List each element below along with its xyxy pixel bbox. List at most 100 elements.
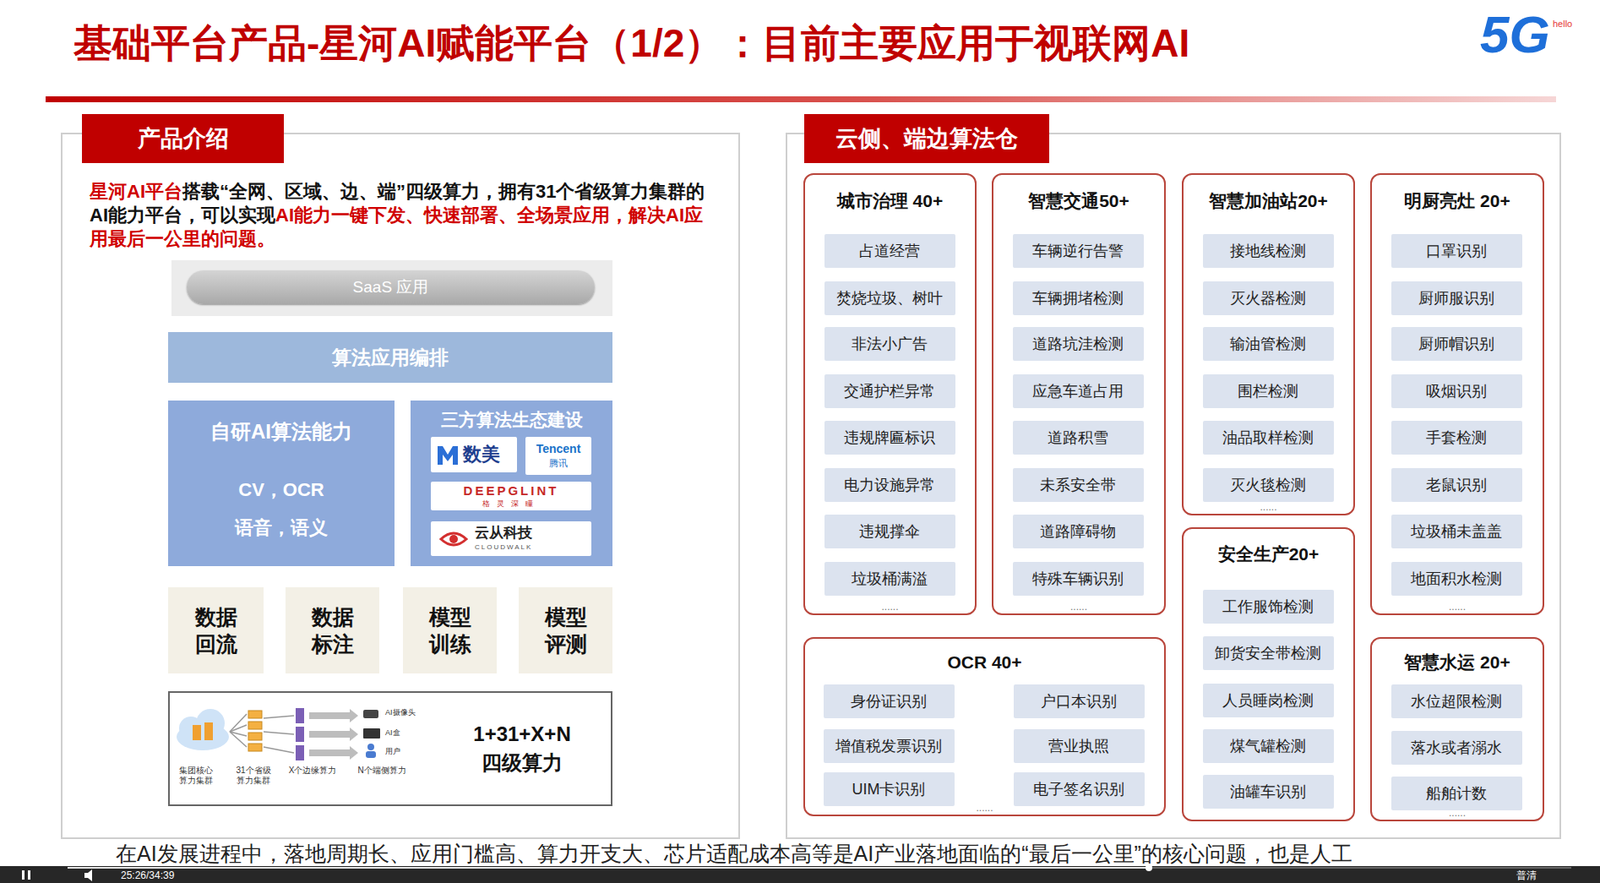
logo-mark xyxy=(440,533,467,545)
algorithm-box: 卸货安全带检测 xyxy=(1202,636,1334,670)
algorithm-label: UIM卡识别 xyxy=(852,778,926,800)
partner-logo: 数美 xyxy=(430,436,518,473)
algorithm-box: 地面积水检测 xyxy=(1391,561,1523,596)
algorithm-label: 车辆逆行告警 xyxy=(1032,240,1124,262)
algorithm-label: 违规撑伞 xyxy=(859,521,920,542)
algorithm-box: 工作服饰检测 xyxy=(1202,589,1334,624)
edge-server-icon xyxy=(295,745,305,761)
algorithm-box: 水位超限检测 xyxy=(1391,684,1523,719)
server-icon xyxy=(248,721,262,730)
more-dots: ...... xyxy=(1183,501,1354,512)
algorithm-label: 落水或者溺水 xyxy=(1410,737,1503,758)
partner-logo: Tencent腾讯 xyxy=(525,436,592,475)
algorithm-label: 垃圾桶未盖盖 xyxy=(1410,521,1503,542)
algorithm-box: 煤气罐检测 xyxy=(1202,729,1334,763)
box-heading: 三方算法生态建设 xyxy=(410,408,613,432)
link-line xyxy=(229,724,247,732)
algorithm-label: 身份证识别 xyxy=(850,691,927,712)
box-heading: 自研AI算法能力 xyxy=(168,419,395,445)
algorithm-box: 灭火毯检测 xyxy=(1202,468,1334,502)
algorithm-box: 人员睡岗检测 xyxy=(1202,683,1334,718)
panel-tab: 云侧、端边算法仓 xyxy=(804,114,1050,164)
content-panel: 产品介绍星河AI平台搭载“全网、区域、边、端”四级算力，拥有31个省级算力集群的… xyxy=(60,132,741,839)
algorithm-label: 交通护栏异常 xyxy=(843,380,936,402)
illustration-label: 31个省级 算力集群 xyxy=(231,765,276,786)
pipeline-label: 模型 训练 xyxy=(426,603,474,658)
algorithm-box: 厨师帽识别 xyxy=(1391,326,1523,361)
algorithm-label: 垃圾桶满溢 xyxy=(851,568,928,589)
algorithm-label: 油品取样检测 xyxy=(1222,427,1314,448)
pipeline-box: 数据 标注 xyxy=(285,587,380,674)
control-bar xyxy=(0,865,1600,883)
algorithm-label: 非法小广告 xyxy=(851,333,928,354)
progress-knob xyxy=(1145,864,1153,871)
server-icon xyxy=(248,732,262,741)
algorithm-box: 特殊车辆识别 xyxy=(1012,561,1144,596)
more-dots: ...... xyxy=(805,601,975,612)
video-controls xyxy=(0,864,1600,883)
algorithm-box: 违规撑伞 xyxy=(824,514,956,549)
player-time: 25:26/34:39 xyxy=(120,869,175,882)
category-box: 明厨亮灶 20+...... 口罩识别厨师服识别厨师帽识别吸烟识别手套检测老鼠识别… xyxy=(1370,173,1545,615)
pipeline-box: 数据 回流 xyxy=(168,587,264,674)
algorithm-box: 道路积雪 xyxy=(1012,420,1144,455)
algorithm-box: 围栏检测 xyxy=(1202,374,1334,409)
intro-text: 星河AI平台 xyxy=(89,180,183,202)
server-icon xyxy=(204,722,213,741)
logo-text: DEEPGLINT xyxy=(430,483,592,499)
more-dots: ...... xyxy=(1371,601,1543,612)
link-line xyxy=(229,713,247,732)
user-icon xyxy=(365,751,376,758)
flow-arrow xyxy=(309,708,359,723)
illustration-label: N个端侧算力 xyxy=(355,765,409,776)
saas-pill: SaaS 应用 xyxy=(186,270,595,305)
subtitle-text: 在AI发展进程中，落地周期长、应用门槛高、算力开支大、芯片适配成本高等是AI产业… xyxy=(115,842,1353,866)
partner-logo: DEEPGLINT格灵深瞳 xyxy=(430,481,592,511)
category-box: 智慧交通50+......车辆逆行告警车辆拥堵检测道路坑洼检测应急车道占用道路积… xyxy=(991,173,1166,615)
algorithm-label: 违规牌匾标识 xyxy=(843,427,936,448)
category-heading: 明厨亮灶 20+ xyxy=(1371,189,1543,213)
algorithm-label: 道路障碍物 xyxy=(1039,521,1116,542)
algorithm-box: 未系安全带 xyxy=(1012,468,1144,502)
illustration-label: AI摄像头 xyxy=(385,707,416,718)
box-icon xyxy=(363,728,381,739)
algorithm-box: 吸烟识别 xyxy=(1391,374,1523,409)
server-icon xyxy=(248,743,262,752)
capability-box: 自研AI算法能力CV，OCR语音，语义 xyxy=(168,400,395,566)
link-line xyxy=(263,731,294,735)
algorithm-box: 电子签名识别 xyxy=(1013,772,1145,806)
algorithm-box: 道路障碍物 xyxy=(1012,514,1144,549)
category-heading: OCR 40+ xyxy=(805,650,1165,675)
pause-icon xyxy=(27,870,31,880)
saas-band: SaaS 应用 xyxy=(171,260,613,316)
logo-text: CLOUDWALK xyxy=(474,543,533,552)
algorithm-label: 营业执照 xyxy=(1048,735,1110,757)
illustration-label: AI盒 xyxy=(385,728,401,738)
illustration-label: 集团核心 算力集群 xyxy=(174,765,218,786)
orchestration-band: 算法应用编排 xyxy=(168,331,613,383)
algorithm-label: 地面积水检测 xyxy=(1410,568,1503,589)
intro-paragraph: 星河AI平台搭载“全网、区域、边、端”四级算力，拥有31个省级算力集群的AI能力… xyxy=(89,179,707,251)
algorithm-box: 手套检测 xyxy=(1391,420,1523,455)
algorithm-box: 车辆拥堵检测 xyxy=(1012,281,1144,316)
algorithm-box: UIM卡识别 xyxy=(823,772,955,806)
algorithm-box: 口罩识别 xyxy=(1391,234,1523,268)
edge-server-icon xyxy=(295,707,305,724)
algorithm-label: 灭火毯检测 xyxy=(1229,474,1307,496)
algorithm-box: 灭火器检测 xyxy=(1202,281,1334,316)
algorithm-box: 应急车道占用 xyxy=(1012,374,1144,409)
algorithm-label: 电力设施异常 xyxy=(843,474,936,496)
logo-text: 5G xyxy=(1480,5,1551,65)
more-dots: ...... xyxy=(1371,807,1543,818)
content-panel: 云侧、端边算法仓城市治理 40+......占道经营焚烧垃圾、树叶非法小广告交通… xyxy=(785,132,1562,839)
server-icon xyxy=(192,724,202,741)
link-line xyxy=(229,731,247,747)
title-rule xyxy=(45,96,1557,103)
algorithm-label: 口罩识别 xyxy=(1425,240,1487,262)
server-icon xyxy=(248,710,262,719)
algorithm-label: 厨师服识别 xyxy=(1418,288,1495,309)
algorithm-box: 老鼠识别 xyxy=(1391,468,1523,502)
algorithm-box: 接地线检测 xyxy=(1202,234,1334,268)
algorithm-box: 非法小广告 xyxy=(824,326,956,361)
pause-icon xyxy=(21,870,25,880)
